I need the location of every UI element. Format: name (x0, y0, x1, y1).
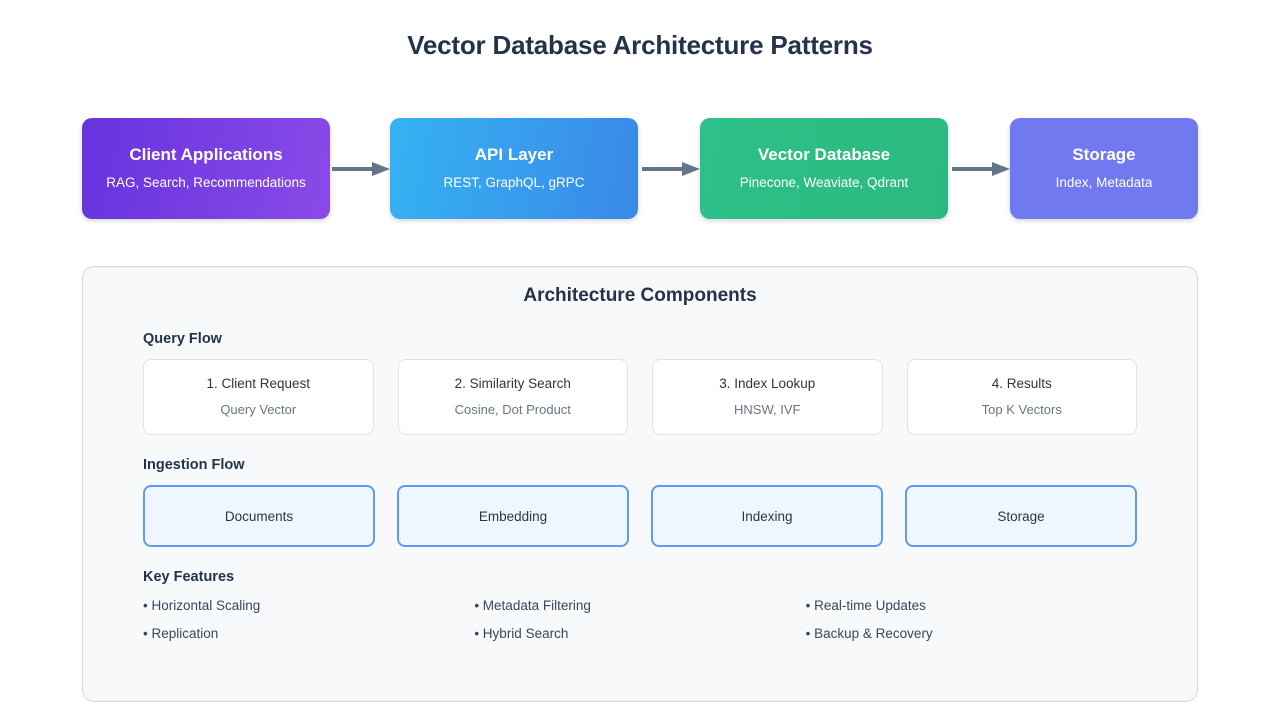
arrow-head (682, 162, 700, 176)
query-flow-card-subtitle: Query Vector (220, 401, 297, 417)
flow-box-subtitle: Pinecone, Weaviate, Qdrant (739, 174, 909, 190)
query-flow-card-title: 2. Similarity Search (454, 375, 571, 391)
query-flow-heading: Query Flow (143, 331, 222, 347)
ingestion-flow-card-row: Documents Embedding Indexing Storage (143, 485, 1137, 547)
ingestion-flow-card[interactable]: Documents (143, 485, 375, 547)
architecture-flow-row: Client Applications RAG, Search, Recomme… (82, 118, 1198, 219)
query-flow-card-title: 1. Client Request (206, 375, 311, 391)
query-flow-card-row: 1. Client Request Query Vector 2. Simila… (143, 359, 1137, 435)
arrow-head (372, 162, 390, 176)
flow-box-subtitle: REST, GraphQL, gRPC (443, 174, 585, 190)
query-flow-card-title: 4. Results (991, 375, 1052, 391)
key-feature-item: • Hybrid Search (474, 625, 569, 641)
arrow-right-icon-1 (332, 162, 390, 176)
flow-box-api-layer[interactable]: API Layer REST, GraphQL, gRPC (390, 118, 638, 219)
key-feature-item: • Real-time Updates (805, 598, 926, 613)
query-flow-card[interactable]: 1. Client Request Query Vector (143, 359, 374, 435)
query-flow-card-subtitle: Top K Vectors (981, 401, 1062, 417)
panel-title: Architecture Components (523, 285, 757, 306)
arrow-shaft (332, 167, 372, 171)
query-flow-card[interactable]: 3. Index Lookup HNSW, IVF (652, 359, 883, 435)
ingestion-flow-heading: Ingestion Flow (143, 457, 245, 473)
flow-box-vector-database[interactable]: Vector Database Pinecone, Weaviate, Qdra… (700, 118, 948, 219)
key-features-heading: Key Features (143, 569, 235, 585)
page-title: Vector Database Architecture Patterns (407, 30, 873, 60)
flow-box-title: Storage (1072, 145, 1136, 165)
key-feature-item: • Metadata Filtering (474, 598, 591, 613)
ingestion-flow-section: Ingestion Flow Documents Embedding Index… (83, 457, 1197, 547)
flow-box-title: Client Applications (129, 145, 283, 165)
ingestion-flow-card[interactable]: Storage (905, 485, 1137, 547)
flow-box-subtitle: Index, Metadata (1055, 174, 1153, 190)
query-flow-card-title: 3. Index Lookup (719, 375, 816, 391)
ingestion-flow-card[interactable]: Embedding (397, 485, 629, 547)
key-features-grid: • Horizontal Scaling • Metadata Filterin… (143, 597, 1137, 642)
arrow-shaft (642, 167, 682, 171)
query-flow-card[interactable]: 2. Similarity Search Cosine, Dot Product (397, 359, 628, 435)
key-feature-item: • Horizontal Scaling (143, 598, 261, 613)
architecture-components-panel: Architecture Components Query Flow 1. Cl… (82, 266, 1198, 702)
key-feature-item: • Backup & Recovery (805, 625, 933, 641)
arrow-shaft (952, 167, 992, 171)
query-flow-card[interactable]: 4. Results Top K Vectors (906, 359, 1137, 435)
key-features-section: Key Features • Horizontal Scaling • Meta… (83, 569, 1197, 642)
flow-box-title: Vector Database (757, 145, 891, 165)
arrow-right-icon-3 (952, 162, 1010, 176)
query-flow-section: Query Flow 1. Client Request Query Vecto… (83, 331, 1197, 435)
query-flow-card-subtitle: HNSW, IVF (734, 401, 801, 417)
key-feature-item: • Replication (143, 625, 219, 641)
flow-box-title: API Layer (474, 145, 554, 165)
ingestion-flow-card[interactable]: Indexing (651, 485, 883, 547)
flow-box-storage[interactable]: Storage Index, Metadata (1010, 118, 1198, 219)
arrow-head (992, 162, 1010, 176)
flow-box-subtitle: RAG, Search, Recommendations (106, 174, 306, 190)
arrow-right-icon-2 (642, 162, 700, 176)
flow-box-client-applications[interactable]: Client Applications RAG, Search, Recomme… (82, 118, 330, 219)
query-flow-card-subtitle: Cosine, Dot Product (454, 401, 571, 417)
